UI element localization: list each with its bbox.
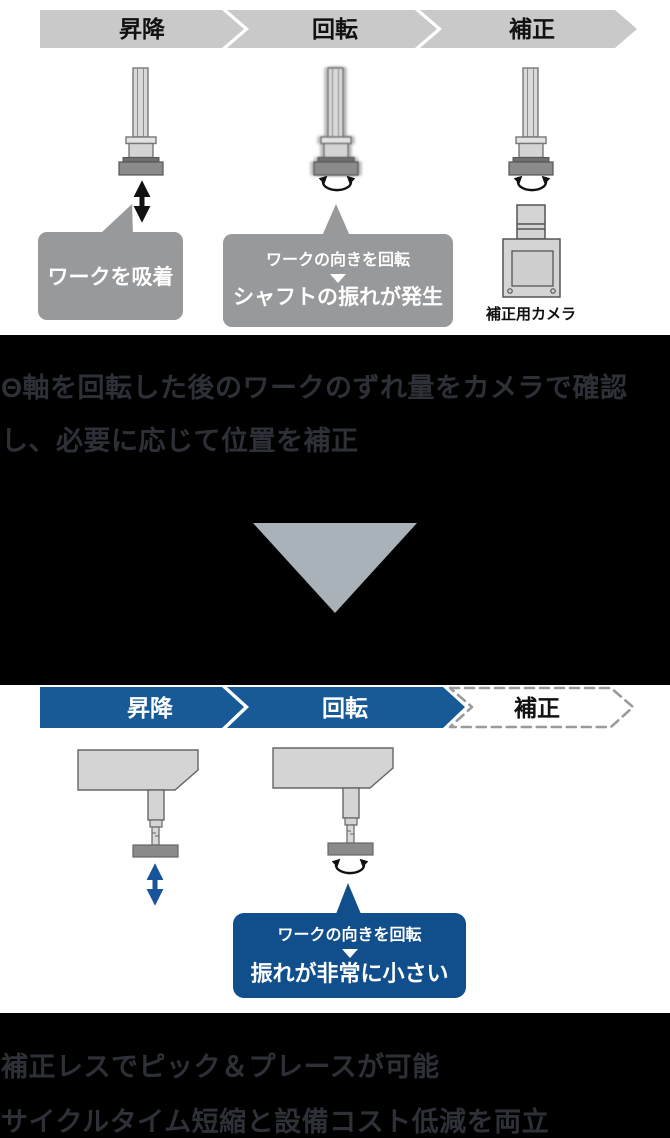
before-rotation-callout-line1: ワークの向きを回転 xyxy=(265,252,410,269)
after-summary-line2: サイクルタイム短縮と設備コスト低減を両立 xyxy=(1,1107,550,1137)
camera-label: 補正用カメラ xyxy=(485,306,576,323)
after-step-correct-label: 補正 xyxy=(513,695,560,721)
after-summary-text: 補正レスでピック＆プレースが可能 サイクルタイム短縮と設備コスト低減を両立 xyxy=(1,1040,670,1138)
before-step-arrows: 昇降 回転 補正 xyxy=(40,10,637,48)
shaft-correct xyxy=(508,67,554,176)
correction-camera-icon xyxy=(502,204,561,298)
before-illustration: 昇降 回転 補正 xyxy=(40,10,637,298)
after-summary-band: 補正レスでピック＆プレースが可能 サイクルタイム短縮と設備コスト低減を両立 xyxy=(0,1013,670,1138)
shaft-rotate-vibrating xyxy=(313,67,359,176)
down-arrow-separator-icon xyxy=(330,274,346,283)
before-panel: 昇降 回転 補正 xyxy=(0,0,670,335)
after-step-arrows: 昇降 回転 補正 xyxy=(40,686,635,729)
before-summary-text: Θ軸を回転した後のワークのずれ量をカメラで確認 し、必要に応じて位置を補正 xyxy=(1,362,670,468)
after-rotation-callout-line2: 振れが非常に小さい xyxy=(250,960,449,986)
rotation-arrow-icon xyxy=(336,861,364,873)
before-step-raise-label: 昇降 xyxy=(119,16,166,42)
after-step-correct-arrow-dashed xyxy=(448,686,635,729)
machine-raise xyxy=(77,749,199,858)
before-summary-line1: Θ軸を回転した後のワークのずれ量をカメラで確認 xyxy=(1,373,628,403)
before-step-correct-label: 補正 xyxy=(508,16,555,42)
after-rotation-callout-line1: ワークの向きを回転 xyxy=(277,926,422,944)
rotation-arrow-icon xyxy=(518,178,546,190)
suction-callout-tail xyxy=(100,204,133,234)
after-illustration: 昇降 回転 補正 xyxy=(40,686,635,914)
after-panel: 昇降 回転 補正 ワークの向きを回転 振れが非常に小さい xyxy=(0,685,670,1013)
down-arrow-separator-icon xyxy=(341,948,358,958)
machine-rotate xyxy=(272,747,394,856)
before-step-raise-arrow xyxy=(40,10,244,48)
before-summary-band: Θ軸を回転した後のワークのずれ量をカメラで確認 し、必要に応じて位置を補正 xyxy=(0,335,670,685)
rotation-callout-tail xyxy=(322,204,350,236)
after-rotation-callout: ワークの向きを回転 振れが非常に小さい xyxy=(233,913,466,998)
after-step-rotate-label: 回転 xyxy=(322,695,368,721)
before-summary-line2: し、必要に応じて位置を補正 xyxy=(1,426,359,456)
before-step-rotate-label: 回転 xyxy=(312,16,358,42)
after-summary-line1: 補正レスでピック＆プレースが可能 xyxy=(1,1052,440,1082)
shaft-raise xyxy=(118,67,164,176)
after-step-raise-arrow xyxy=(40,687,244,728)
suction-callout-text: ワークを吸着 xyxy=(47,266,174,289)
before-step-rotate-arrow xyxy=(227,10,437,48)
suction-callout: ワークを吸着 xyxy=(38,232,183,320)
before-rotation-callout: ワークの向きを回転 シャフトの振れが発生 xyxy=(223,234,453,327)
after-step-raise-label: 昇降 xyxy=(127,695,174,721)
before-step-correct-arrow xyxy=(420,10,637,48)
before-rotation-callout-line2: シャフトの振れが発生 xyxy=(233,286,443,309)
rotation-arrow-icon xyxy=(323,178,351,190)
transition-triangle-icon xyxy=(253,523,417,613)
after-callout-tail xyxy=(336,883,361,914)
after-step-rotate-arrow xyxy=(227,687,465,728)
